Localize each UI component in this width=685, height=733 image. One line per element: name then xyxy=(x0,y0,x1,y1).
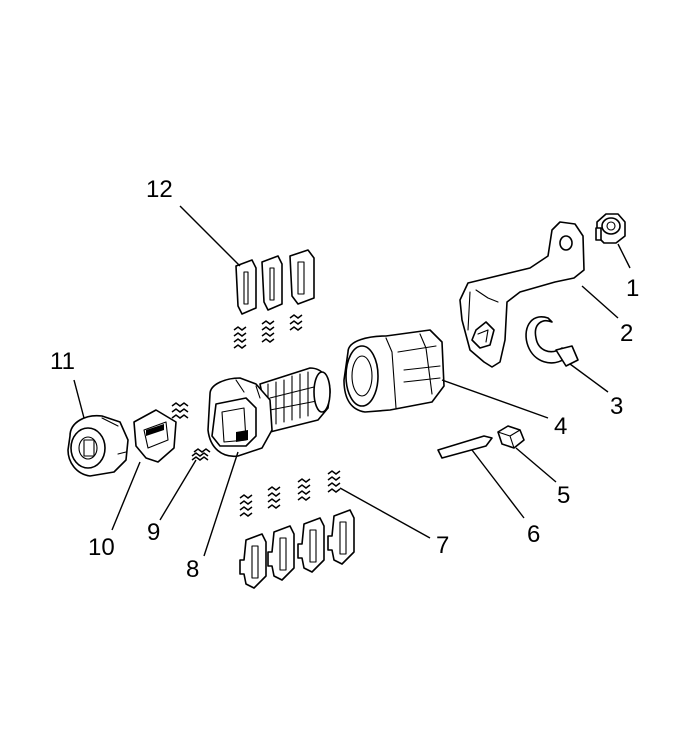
part-9-spring xyxy=(171,402,211,461)
part-5-block xyxy=(497,425,525,449)
part-4-housing xyxy=(343,329,445,413)
callout-10: 10 xyxy=(88,534,115,561)
upper-springs xyxy=(233,314,303,349)
callout-8: 8 xyxy=(186,556,199,583)
part-10-insert xyxy=(133,409,177,463)
part-7-springs-tumblers xyxy=(239,470,355,589)
callout-2: 2 xyxy=(620,320,633,347)
part-8-lock-cylinder xyxy=(207,367,331,457)
callout-11: 11 xyxy=(50,348,75,375)
part-12-tumblers xyxy=(235,249,315,315)
callout-6: 6 xyxy=(527,521,540,548)
callout-4: 4 xyxy=(554,413,567,440)
callout-12: 12 xyxy=(146,176,173,203)
callout-5: 5 xyxy=(557,482,570,509)
callout-numbers: 1 2 3 4 5 6 7 8 9 10 11 12 xyxy=(50,176,639,583)
callout-7: 7 xyxy=(436,532,449,559)
part-2-bracket xyxy=(459,221,585,368)
callout-9: 9 xyxy=(147,519,160,546)
part-3-retaining-clip xyxy=(525,316,579,367)
leader-lines xyxy=(73,205,631,557)
part-6-tab xyxy=(437,435,493,459)
part-11-bezel xyxy=(67,414,129,477)
part-1-nut xyxy=(595,213,626,244)
callout-1: 1 xyxy=(626,275,639,302)
callout-3: 3 xyxy=(610,393,623,420)
